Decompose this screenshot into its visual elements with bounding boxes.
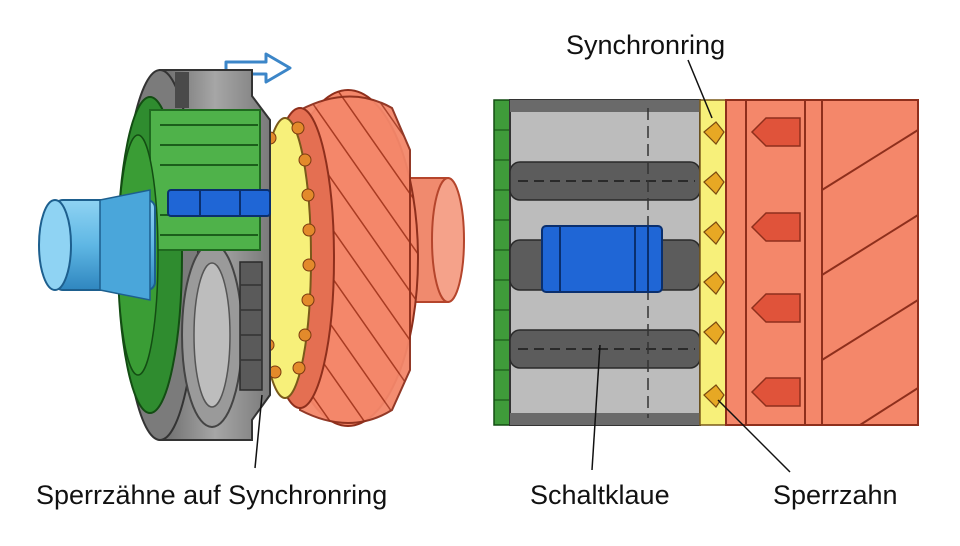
label-schaltklaue: Schaltklaue: [530, 480, 670, 510]
section-hub-strip: [493, 99, 511, 426]
shift-key: [167, 189, 271, 217]
leader-sperrzahn: [717, 399, 791, 473]
section-shift-key: [541, 225, 663, 293]
label-synchronring: Synchronring: [566, 30, 726, 60]
label-sperrzahn: Sperrzahn: [773, 480, 898, 510]
leader-schaltklaue: [591, 344, 601, 471]
main-shaft: [38, 189, 156, 301]
leader-sperrzaehne: [254, 394, 263, 469]
leader-synchronring: [687, 59, 713, 119]
label-sperrzaehne-auf-synchronring: Sperrzähne auf Synchronring: [36, 480, 388, 510]
section-gear: [725, 99, 919, 426]
left-3d-view: [38, 52, 465, 469]
section-synchro-ring: [699, 99, 727, 426]
right-section-view: [493, 59, 919, 473]
